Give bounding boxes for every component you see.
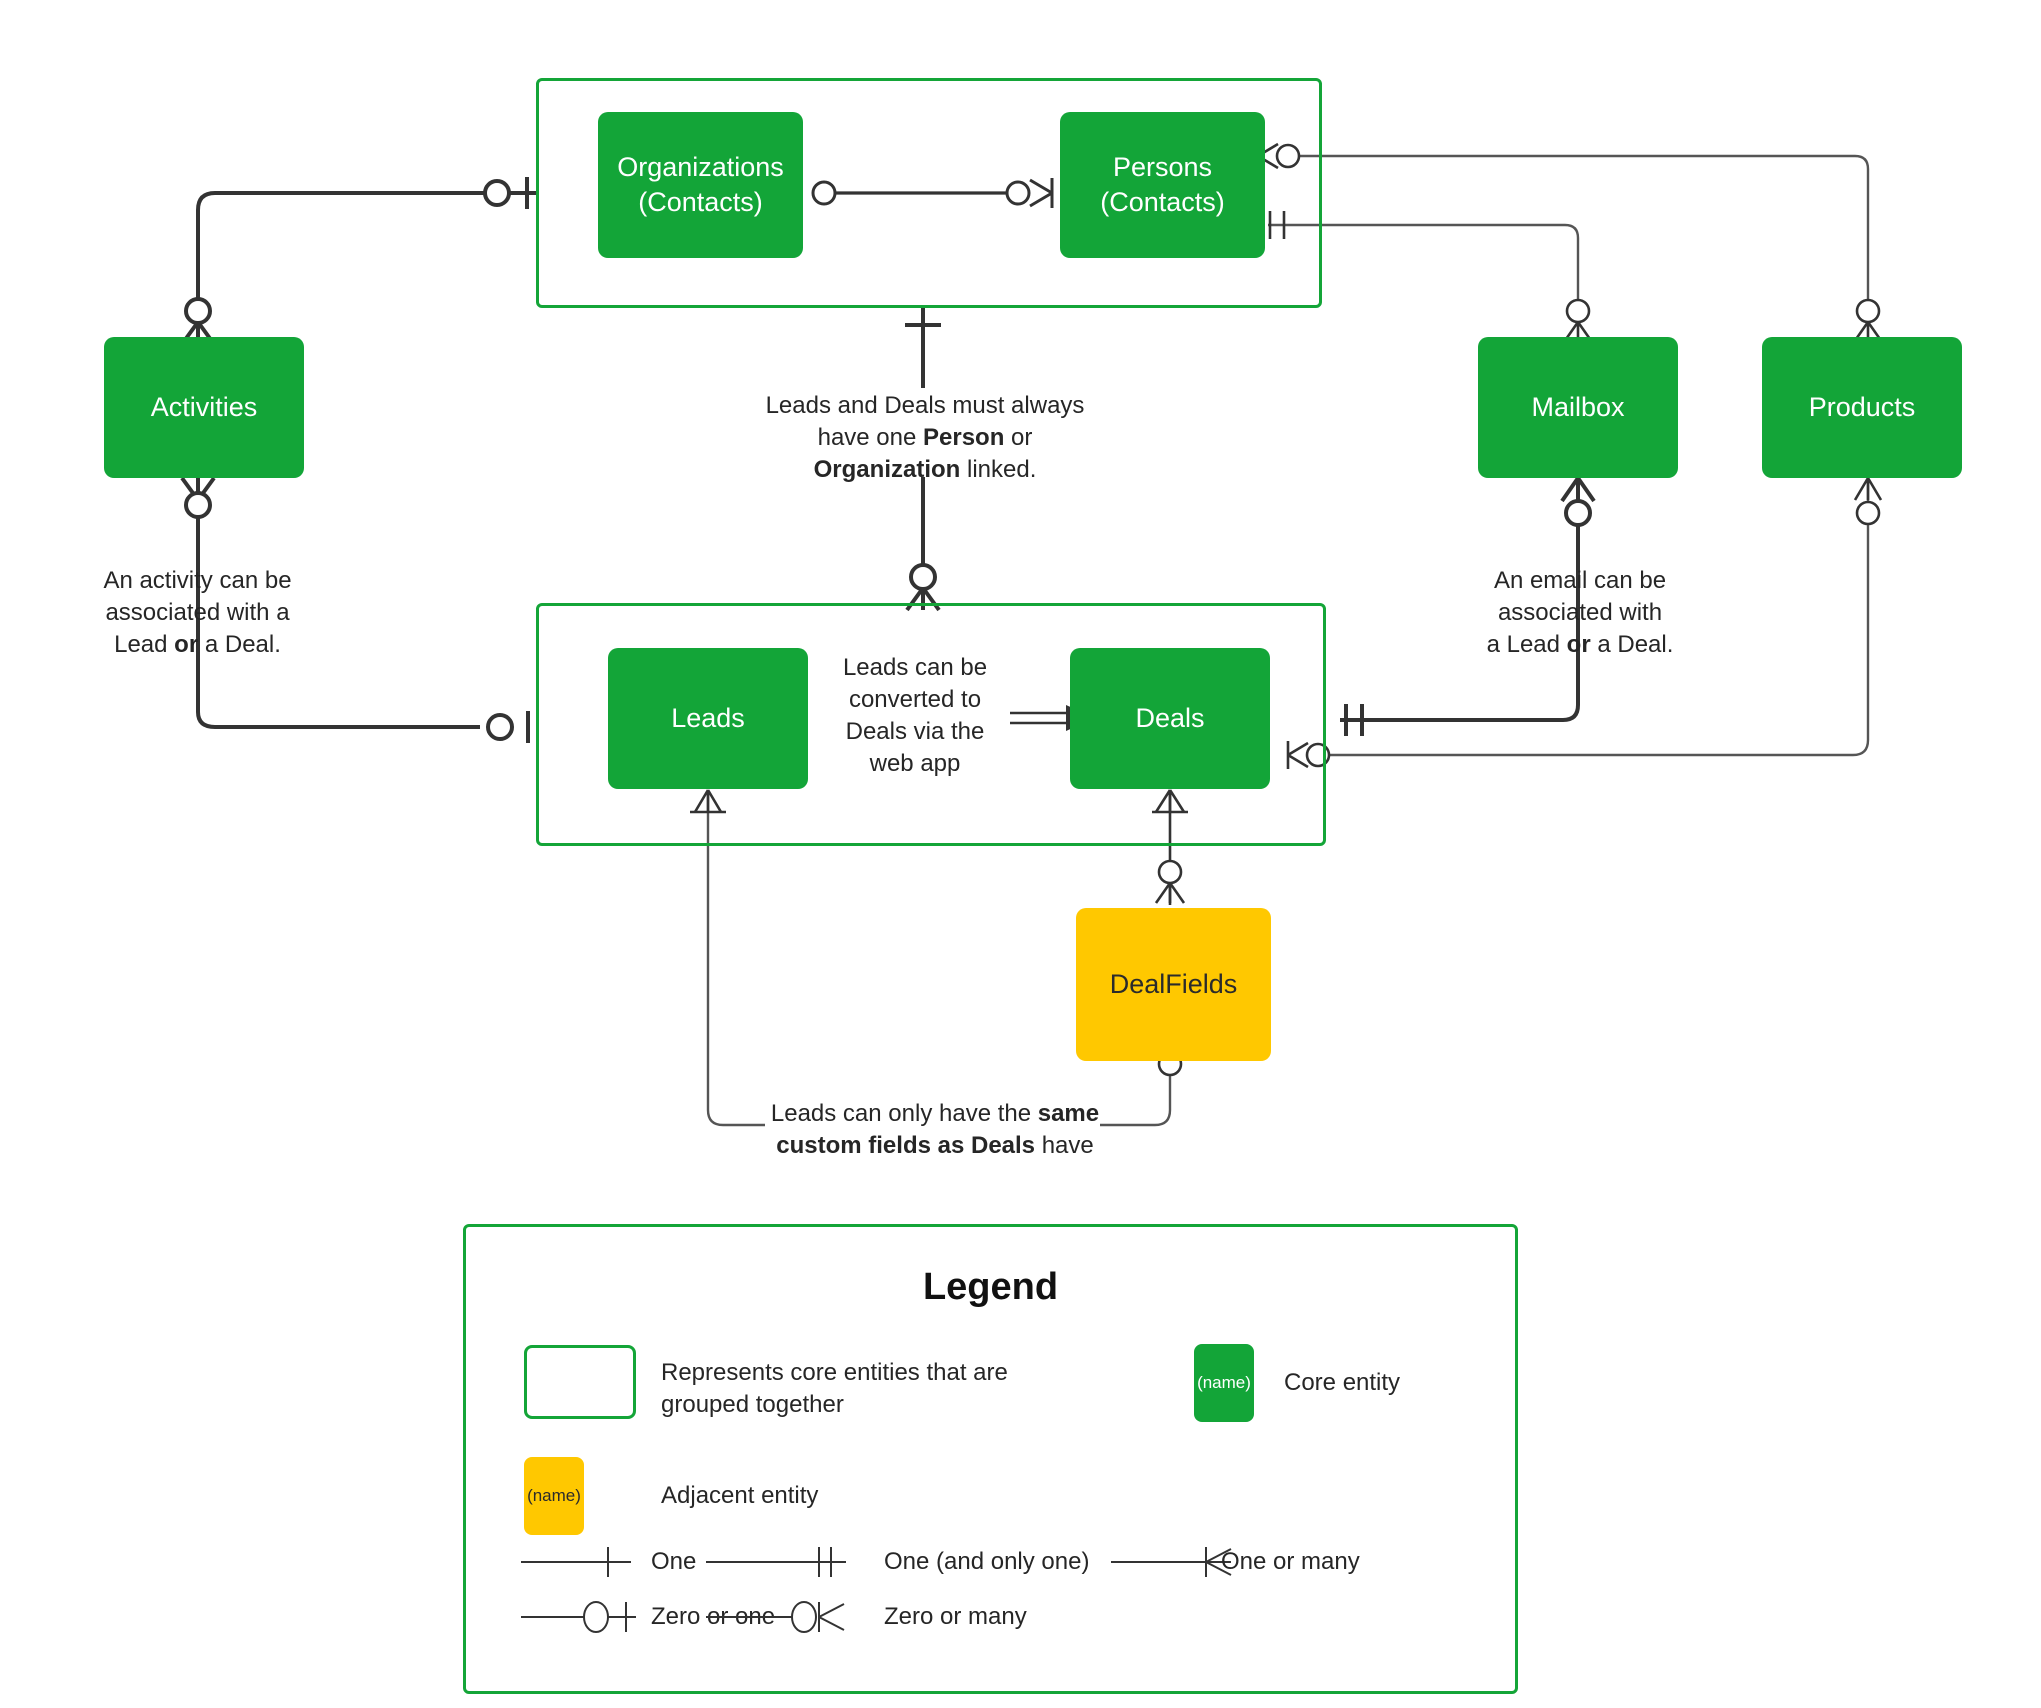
entity-organizations[interactable]: Organizations (Contacts) [598,112,803,258]
legend-label-adjacent: Adjacent entity [661,1482,819,1509]
legend-label-group: Represents core entities that are groupe… [661,1357,1111,1422]
entity-organizations-line1: Organizations [617,152,784,183]
entity-deals-label: Deals [1135,703,1205,734]
entity-products-label: Products [1808,392,1916,423]
link-products-deals [1330,478,1870,757]
legend-label-one-or-many: One or many [1221,1548,1360,1575]
group-leads-deals [536,603,1326,846]
entity-deals[interactable]: Deals [1070,648,1270,789]
entity-persons[interactable]: Persons (Contacts) [1060,112,1265,258]
legend-title: Legend [922,1266,1059,1308]
entity-products[interactable]: Products [1762,337,1962,478]
entity-persons-line2: (Contacts) [1100,187,1225,217]
entity-leads[interactable]: Leads [608,648,808,789]
legend-label-group-line1: Represents core entities that are [661,1359,1008,1386]
legend-label-one-and-only-one: One (and only one) [884,1548,1090,1575]
link-persons-mailbox [1268,223,1580,300]
legend-swatch-group [524,1345,636,1419]
entity-mailbox[interactable]: Mailbox [1478,337,1678,478]
legend-swatch-core-text: (name) [1197,1373,1251,1392]
legend-panel: Legend Represents core entities that are… [463,1224,1518,1694]
entity-persons-line1: Persons [1112,152,1213,183]
entity-leads-label: Leads [671,703,745,734]
entity-activities[interactable]: Activities [104,337,304,478]
legend-label-one: One [651,1548,697,1575]
link-organizations-activities [196,191,536,300]
legend-symbol-one [521,1547,631,1577]
link-persons-products [1298,154,1870,300]
entity-dealfields[interactable]: DealFields [1076,908,1271,1061]
legend-label-group-line2: grouped together [661,1391,844,1419]
legend-swatch-adjacent-text: (name) [527,1486,581,1505]
link-activities-leadsdeals [196,478,480,729]
entity-mailbox-label: Mailbox [1531,392,1625,423]
legend-label-zero-or-many: Zero or many [884,1603,1027,1630]
legend-symbol-one-or-many [1111,1547,1232,1577]
legend-symbol-zero-or-one [521,1601,636,1633]
legend-swatch-adjacent: (name) [524,1457,584,1535]
entity-dealfields-label: DealFields [1109,969,1238,1000]
legend-label-core: Core entity [1284,1369,1401,1396]
entity-organizations-line2: (Contacts) [638,187,763,217]
legend-symbol-one-and-only-one [706,1547,846,1577]
legend-swatch-core: (name) [1194,1344,1254,1422]
legend-symbol-zero-or-many [706,1601,845,1633]
link-leads-dealfields [706,790,765,1127]
link-mailbox-deals [1340,478,1580,722]
group-contacts [536,78,1322,308]
entity-activities-label: Activities [150,392,258,423]
